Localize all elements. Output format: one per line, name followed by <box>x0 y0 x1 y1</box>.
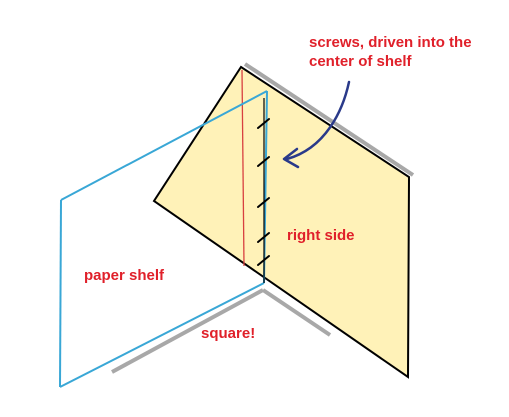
shadow-edges <box>111 62 415 374</box>
square-label: square! <box>201 325 255 342</box>
screw-marks <box>257 118 270 266</box>
annotation-arrow <box>282 80 351 169</box>
right-side-label: right side <box>287 227 355 244</box>
screw-mark <box>257 232 270 243</box>
screw-mark <box>257 118 270 129</box>
screw-mark <box>257 197 270 208</box>
right-side-panel <box>152 65 411 379</box>
screw-mark <box>257 255 270 266</box>
paper-shelf-outline <box>59 90 268 388</box>
annotation-label-line2: center of shelf <box>309 53 413 70</box>
shelf-center-line <box>241 69 245 267</box>
annotation-label-line1: screws, driven into the <box>309 34 472 51</box>
square-shadow-left <box>111 288 264 374</box>
panel-top-shadow <box>243 62 415 177</box>
screw-mark <box>257 156 270 167</box>
paper-shelf-label: paper shelf <box>84 267 165 284</box>
square-shadow-right <box>261 288 332 337</box>
